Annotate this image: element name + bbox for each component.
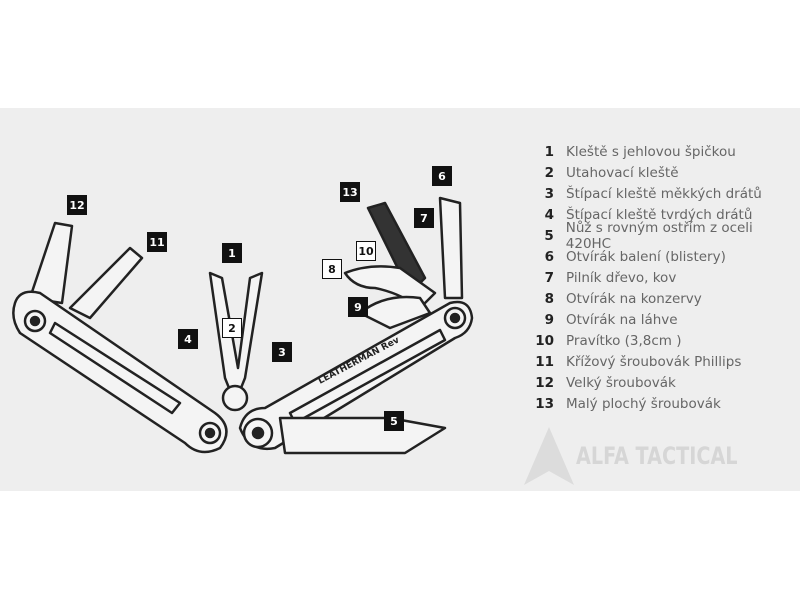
package-opener	[438, 196, 464, 300]
arrowhead-logo-icon	[524, 427, 574, 485]
legend-number: 12	[535, 374, 554, 391]
callout-12: 12	[67, 195, 87, 215]
callout-9: 9	[348, 297, 368, 317]
legend-number: 2	[544, 164, 554, 181]
legend-number: 11	[535, 353, 554, 370]
file	[366, 201, 427, 295]
legend-item: 3 Štípací kleště měkkých drátů	[532, 183, 800, 204]
legend-item: 10 Pravítko (3,8cm )	[532, 330, 800, 351]
legend-label: Malý plochý šroubovák	[566, 395, 721, 412]
callout-11: 11	[147, 232, 167, 252]
left-handle	[12, 290, 228, 454]
legend-label: Pilník dřevo, kov	[566, 269, 677, 286]
legend-number: 10	[535, 332, 554, 349]
legend-label: Otvírák na konzervy	[566, 290, 702, 307]
legend-label: Pravítko (3,8cm )	[566, 332, 682, 349]
callout-10: 10	[356, 241, 376, 261]
legend-label: Nůž s rovným ostřím z oceli 420HC	[565, 219, 753, 252]
callout-13: 13	[340, 182, 360, 202]
legend-label: Štípací kleště měkkých drátů	[566, 185, 762, 202]
knife-blade	[278, 416, 447, 455]
callout-1: 1	[222, 243, 242, 263]
legend-item: 11 Křížový šroubovák Phillips	[532, 351, 800, 372]
legend-number: 9	[544, 311, 554, 328]
legend-number: 13	[535, 395, 554, 412]
legend-item: 2 Utahovací kleště	[532, 162, 800, 183]
legend-item: 4 Štípací kleště tvrdých drátů	[532, 204, 800, 225]
callout-8: 8	[322, 259, 342, 279]
legend-number: 8	[544, 290, 554, 307]
legend-item: 13 Malý plochý šroubovák	[532, 393, 800, 414]
legend-item: 8 Otvírák na konzervy	[532, 288, 800, 309]
multitool-illustration: LEATHERMAN Rev	[12, 196, 474, 455]
watermark-text: ALFA TACTICAL	[576, 442, 738, 470]
parts-legend: 1 Kleště s jehlovou špičkou 2 Utahovací kl…	[532, 141, 800, 414]
legend-number: 5	[544, 227, 554, 244]
legend-label: Velký šroubovák	[566, 374, 676, 391]
callout-4: 4	[178, 329, 198, 349]
legend-label: Kleště s jehlovou špičkou	[566, 143, 736, 160]
legend-label: Křížový šroubovák Phillips	[566, 353, 742, 370]
phillips-screwdriver	[68, 246, 144, 320]
legend-number: 7	[544, 269, 554, 286]
legend-item: 5 Nůž s rovným ostřím z oceli 420HC	[532, 220, 800, 252]
legend-label: Otvírák balení (blistery)	[566, 248, 726, 265]
needle-nose-pliers	[208, 271, 264, 405]
legend-label: Otvírák na láhve	[566, 311, 678, 328]
legend-number: 1	[544, 143, 554, 160]
watermark: ALFA TACTICAL	[522, 425, 778, 487]
legend-label: Štípací kleště tvrdých drátů	[566, 206, 753, 223]
legend-label: Utahovací kleště	[566, 164, 679, 181]
callout-7: 7	[414, 208, 434, 228]
callout-5: 5	[384, 411, 404, 431]
callout-3: 3	[272, 342, 292, 362]
callout-6: 6	[432, 166, 452, 186]
legend-item: 9 Otvírák na láhve	[532, 309, 800, 330]
legend-item: 6 Otvírák balení (blistery)	[532, 246, 800, 267]
legend-item: 7 Pilník dřevo, kov	[532, 267, 800, 288]
legend-number: 6	[544, 248, 554, 265]
callout-2: 2	[222, 318, 242, 338]
legend-number: 3	[544, 185, 554, 202]
legend-number: 4	[544, 206, 554, 223]
legend-item: 1 Kleště s jehlovou špičkou	[532, 141, 800, 162]
legend-item: 12 Velký šroubovák	[532, 372, 800, 393]
